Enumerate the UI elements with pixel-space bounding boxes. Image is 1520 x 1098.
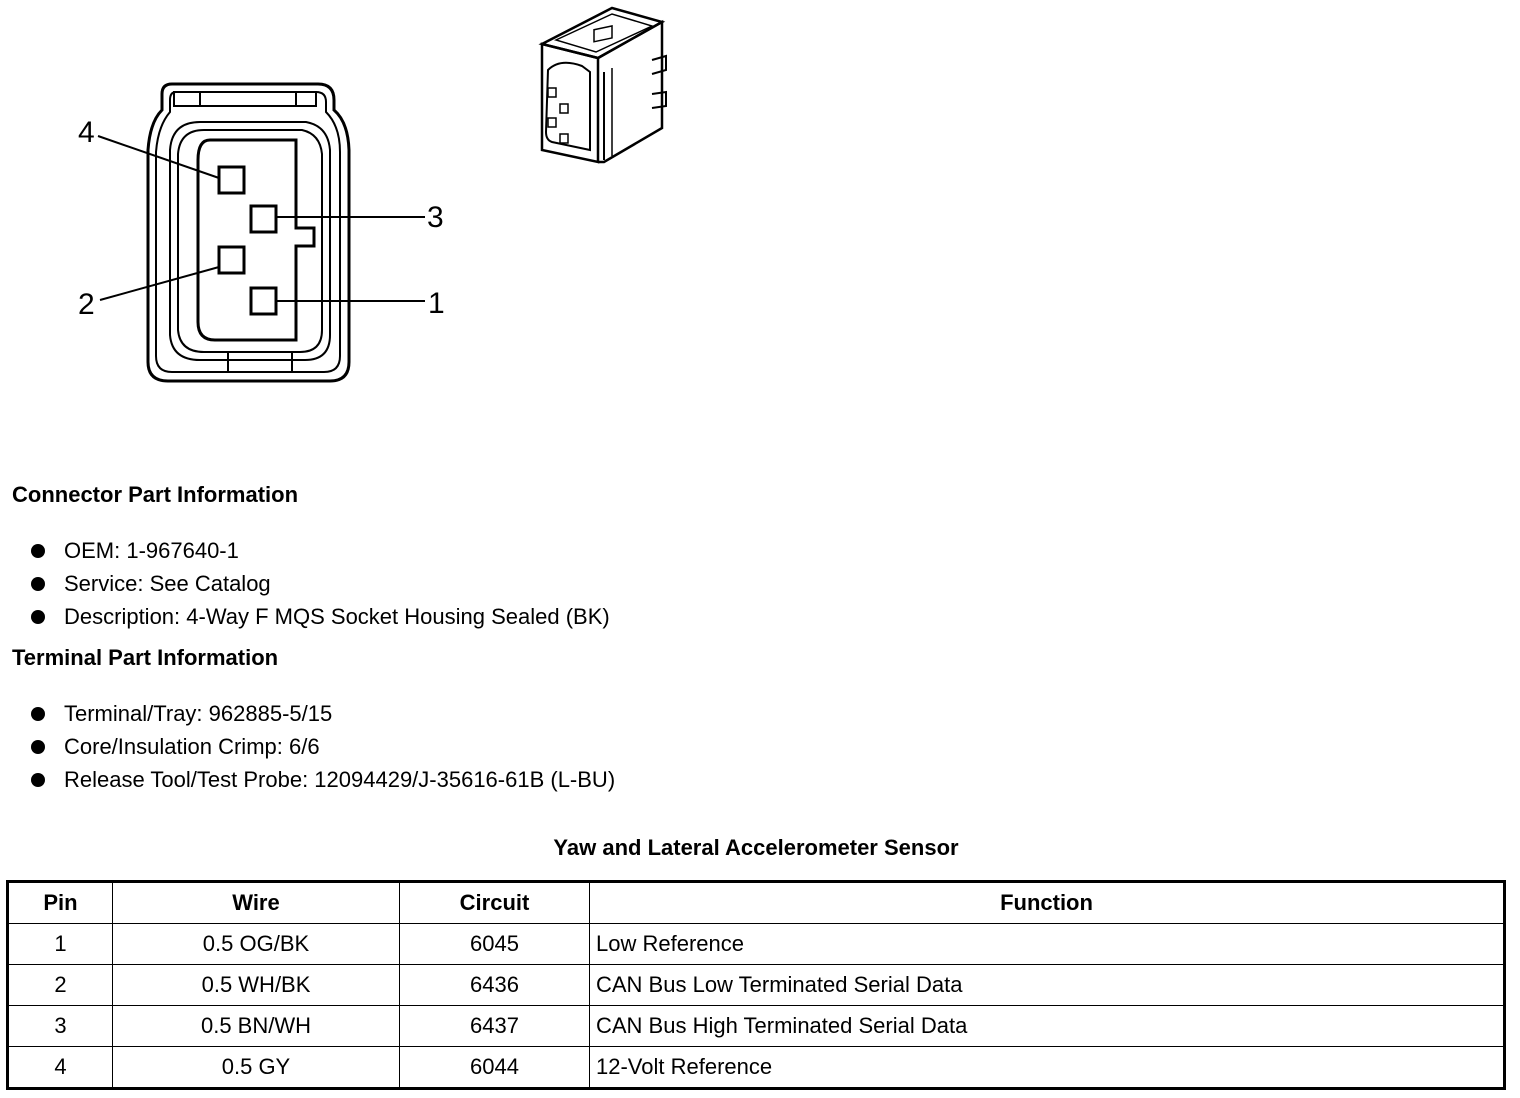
connector-isometric-illustration [538,6,667,164]
function-cell: 12-Volt Reference [589,1046,1505,1089]
circuit-cell: 6044 [399,1046,590,1089]
pin-label-2: 2 [78,288,95,321]
bullet-icon [31,773,45,787]
pin-cell: 4 [7,1046,113,1089]
column-header-pin: Pin [7,881,113,924]
list-item: Description: 4-Way F MQS Socket Housing … [12,600,610,633]
table-row: 1 0.5 OG/BK 6045 Low Reference [7,923,1505,965]
circuit-cell: 6437 [399,1005,590,1047]
pin-cell: 1 [7,923,113,965]
terminal-part-info-list: Terminal/Tray: 962885-5/15 Core/Insulati… [12,697,615,796]
list-item: Terminal/Tray: 962885-5/15 [12,697,615,730]
function-cell: Low Reference [589,923,1505,965]
table-caption: Yaw and Lateral Accelerometer Sensor [553,835,959,860]
wire-cell: 0.5 OG/BK [112,923,400,965]
bullet-icon [31,577,45,591]
table-row: 2 0.5 WH/BK 6436 CAN Bus Low Terminated … [7,964,1505,1006]
bullet-icon [31,740,45,754]
connector-face-diagram: 4 3 2 1 [78,82,445,383]
list-item: Core/Insulation Crimp: 6/6 [12,730,615,763]
table-header-row: Pin Wire Circuit Function [7,881,1505,924]
circuit-cell: 6045 [399,923,590,965]
bullet-icon [31,544,45,558]
list-item: Service: See Catalog [12,567,610,600]
bullet-icon [31,707,45,721]
table-row: 4 0.5 GY 6044 12-Volt Reference [7,1046,1505,1089]
table-row: 3 0.5 BN/WH 6437 CAN Bus High Terminated… [7,1005,1505,1047]
wire-cell: 0.5 WH/BK [112,964,400,1006]
wire-cell: 0.5 BN/WH [112,1005,400,1047]
circuit-cell: 6436 [399,964,590,1006]
function-cell: CAN Bus High Terminated Serial Data [589,1005,1505,1047]
list-item: OEM: 1-967640-1 [12,534,610,567]
pin-label-3: 3 [427,201,444,234]
function-cell: CAN Bus Low Terminated Serial Data [589,964,1505,1006]
pin-label-4: 4 [78,116,95,149]
list-item: Release Tool/Test Probe: 12094429/J-3561… [12,763,615,796]
connector-part-info-list: OEM: 1-967640-1 Service: See Catalog Des… [12,534,610,633]
pinout-table: Pin Wire Circuit Function 1 0.5 OG/BK 60… [6,880,1506,1090]
column-header-circuit: Circuit [399,881,590,924]
pin-cell: 3 [7,1005,113,1047]
pin-cell: 2 [7,964,113,1006]
column-header-wire: Wire [112,881,400,924]
connector-part-info-heading: Connector Part Information [12,482,299,507]
terminal-part-info-heading: Terminal Part Information [12,645,279,670]
wire-cell: 0.5 GY [112,1046,400,1089]
column-header-function: Function [589,881,1505,924]
pin-label-1: 1 [428,287,445,320]
bullet-icon [31,610,45,624]
